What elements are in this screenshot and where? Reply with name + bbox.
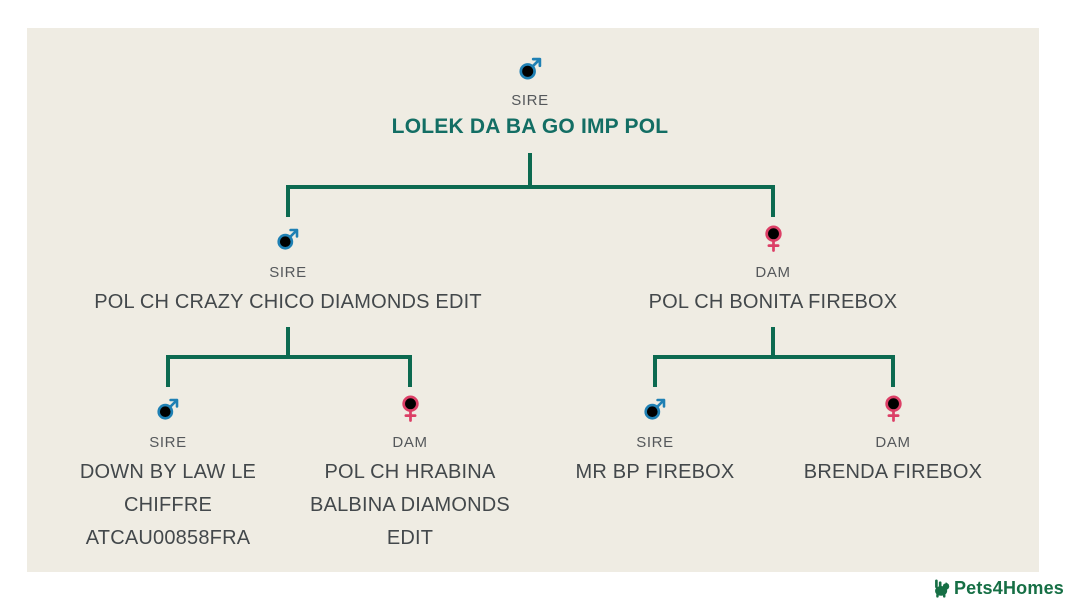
male-icon xyxy=(276,222,300,256)
node-dog-name: POL CH HRABINA BALBINA DIAMONDS EDIT xyxy=(310,461,510,549)
node-role-label: SIRE xyxy=(269,264,307,281)
node-dog-name: POL CH BONITA FIREBOX xyxy=(648,291,898,313)
pedigree-connectors xyxy=(166,153,895,387)
male-icon xyxy=(156,392,180,426)
node-role-label: SIRE xyxy=(511,92,549,109)
node-role-label: DAM xyxy=(392,434,428,451)
pedigree-node-dam-sire: SIRE MR BP FIREBOX xyxy=(540,392,770,489)
pets4homes-logo-icon xyxy=(933,579,950,598)
node-dog-name: MR BP FIREBOX xyxy=(575,461,735,483)
pedigree-node-sire-sire: SIRE DOWN BY LAW LE CHIFFRE ATCAU00858FR… xyxy=(53,392,283,555)
male-icon xyxy=(518,52,543,84)
node-dog-name: POL CH CRAZY CHICO DIAMONDS EDIT xyxy=(94,291,482,313)
node-role-label: DAM xyxy=(755,264,791,281)
female-icon xyxy=(763,222,784,256)
male-icon xyxy=(643,392,667,426)
pedigree-node-dam-dam: DAM BRENDA FIREBOX xyxy=(778,392,1008,489)
node-role-label: DAM xyxy=(875,434,911,451)
node-dog-name: LOLEK DA BA GO IMP POL xyxy=(391,115,669,138)
female-icon xyxy=(883,392,904,426)
node-role-label: SIRE xyxy=(149,434,187,451)
pedigree-node-root: SIRE LOLEK DA BA GO IMP POL xyxy=(350,52,710,140)
pedigree-node-sire: SIRE POL CH CRAZY CHICO DIAMONDS EDIT xyxy=(58,222,518,319)
pets4homes-logo-text: Pets4Homes xyxy=(953,578,1064,598)
node-dog-name: DOWN BY LAW LE CHIFFRE ATCAU00858FRA xyxy=(79,461,257,549)
node-dog-name: BRENDA FIREBOX xyxy=(803,461,983,483)
pedigree-panel: SIRE LOLEK DA BA GO IMP POL SIRE POL CH … xyxy=(27,28,1039,572)
pedigree-node-sire-dam: DAM POL CH HRABINA BALBINA DIAMONDS EDIT xyxy=(295,392,525,555)
node-role-label: SIRE xyxy=(636,434,674,451)
female-icon xyxy=(400,392,421,426)
pedigree-node-dam: DAM POL CH BONITA FIREBOX xyxy=(543,222,1003,319)
pets4homes-logo[interactable]: Pets4Homes xyxy=(933,578,1064,599)
